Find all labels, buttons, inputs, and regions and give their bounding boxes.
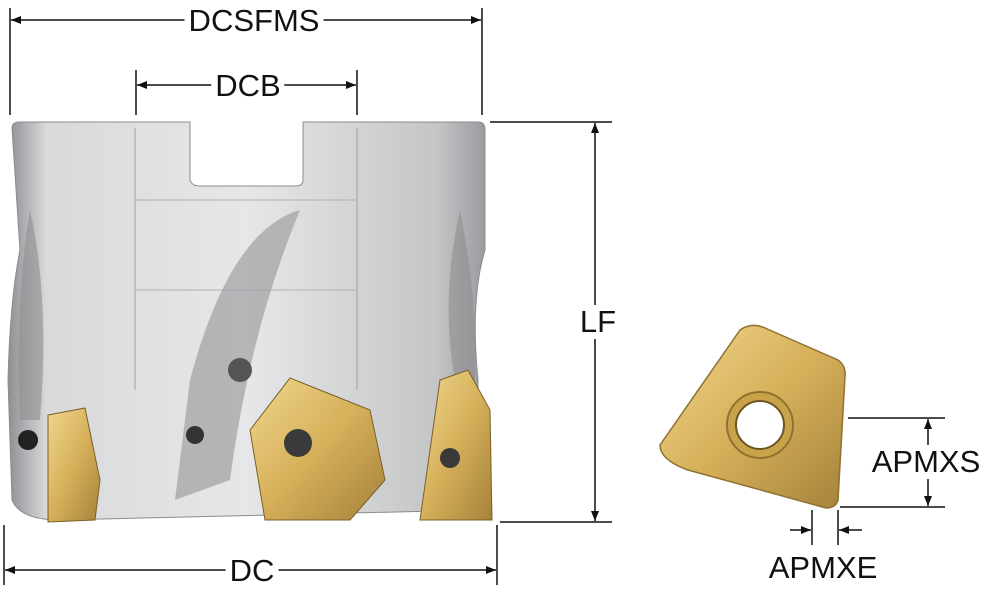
apmxe-label: APMXE (764, 551, 882, 585)
insert-detail (659, 324, 846, 509)
dcsfms-label: DCSFMS (184, 4, 324, 38)
apmxs-label: APMXS (867, 445, 985, 479)
dc-label: DC (225, 554, 279, 588)
lf-label: LF (575, 305, 621, 339)
cutter-inserts (47, 369, 493, 523)
dcb-label: DCB (211, 69, 285, 103)
